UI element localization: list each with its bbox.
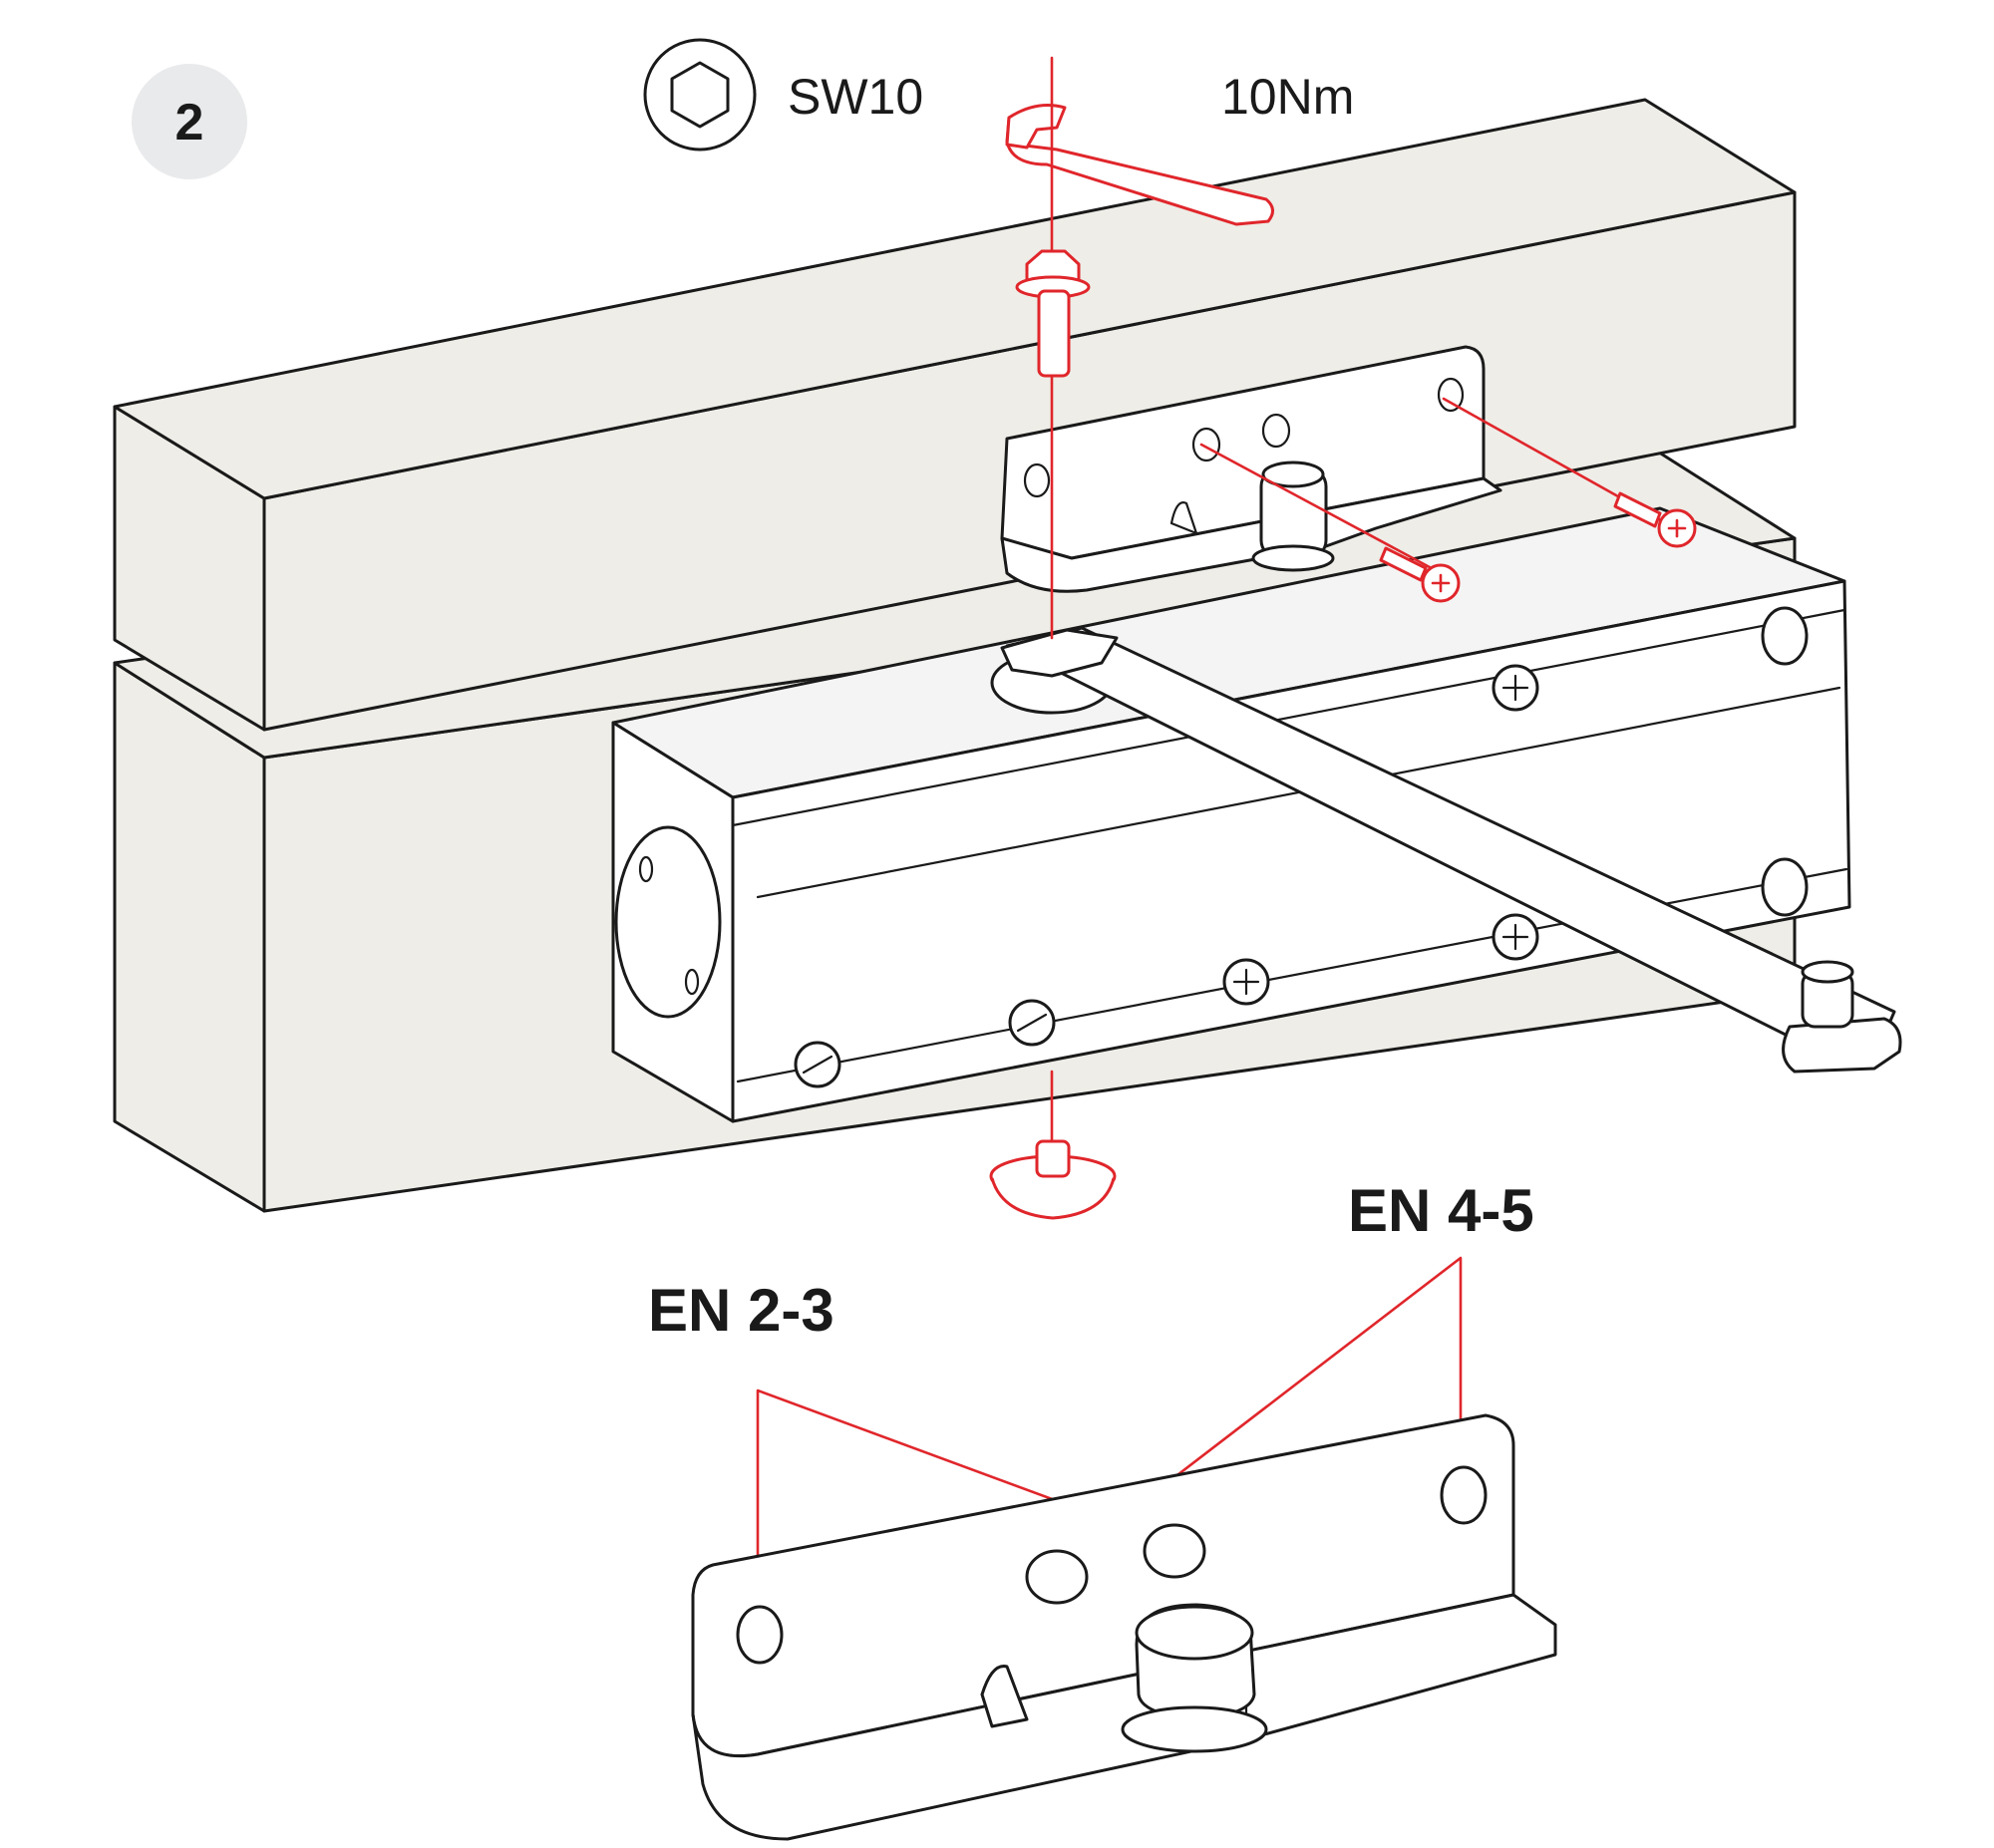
slot-hole-en-4-5 bbox=[1025, 1549, 1089, 1605]
wood-screw bbox=[1613, 491, 1697, 548]
adjustment-screw bbox=[794, 1041, 841, 1088]
bracket-stud bbox=[1121, 1603, 1268, 1753]
adjustment-screw bbox=[1008, 999, 1056, 1047]
callout-label-en-2-3: EN 2-3 bbox=[648, 1277, 834, 1344]
bracket-tab bbox=[980, 1665, 1029, 1728]
step-badge: 2 bbox=[132, 64, 247, 179]
closer-arm bbox=[990, 626, 1902, 1074]
torque-wrench-icon bbox=[1005, 104, 1274, 226]
arm-pivot-pin bbox=[1801, 960, 1854, 1029]
mounting-screw bbox=[1222, 958, 1270, 1006]
cover-cap bbox=[989, 1139, 1117, 1220]
bracket-stud bbox=[1251, 461, 1335, 572]
door-closer-body bbox=[611, 506, 1851, 1123]
hex-socket-icon bbox=[643, 38, 757, 152]
mounting-screw bbox=[1492, 913, 1539, 961]
step-number: 2 bbox=[175, 94, 204, 152]
end-cap bbox=[614, 825, 722, 1019]
torque-label: 10Nm bbox=[1221, 69, 1354, 125]
callout-leader-en-2-3 bbox=[756, 1388, 1178, 1637]
wrench-size-label: SW10 bbox=[788, 69, 923, 125]
wood-screw bbox=[1379, 546, 1461, 603]
hex-bolt bbox=[1015, 249, 1091, 378]
callout-label-en-4-5: EN 4-5 bbox=[1348, 1177, 1534, 1244]
bracket-detail bbox=[691, 1413, 1557, 1841]
mounting-hole-en-2-3 bbox=[736, 1605, 784, 1665]
mounting-hole-en-4-5 bbox=[1440, 1465, 1488, 1525]
slot-hole-en-2-3 bbox=[1143, 1523, 1206, 1579]
callout-leader-en-4-5 bbox=[1065, 1256, 1463, 1562]
mounting-bracket bbox=[1000, 345, 1502, 593]
screw-axis-line bbox=[1199, 443, 1443, 575]
mounting-screw bbox=[1492, 664, 1539, 712]
